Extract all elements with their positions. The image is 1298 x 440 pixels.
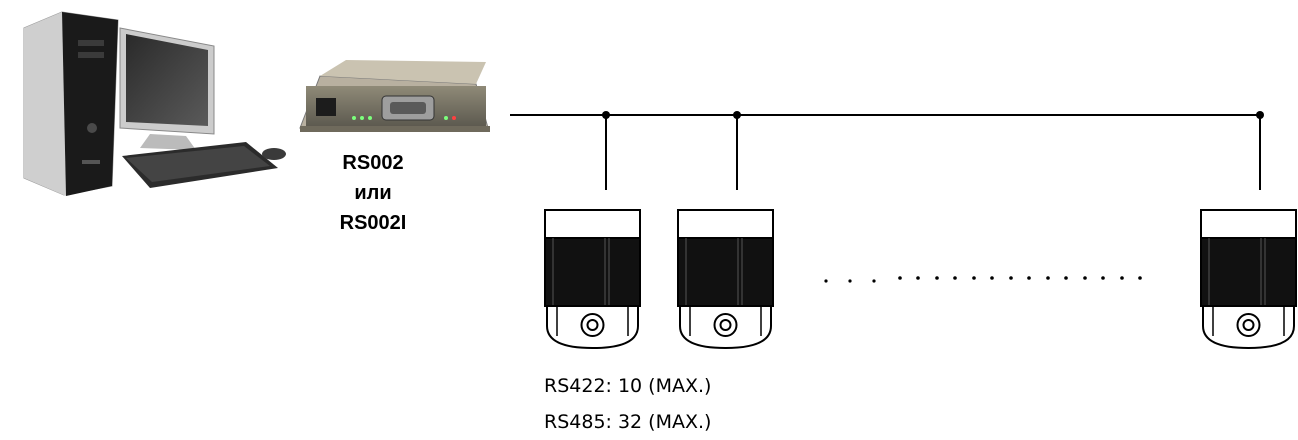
ellipsis-dots xyxy=(824,276,1142,283)
bus-line xyxy=(510,111,1264,190)
converter-connector-word: или xyxy=(354,182,392,204)
device-limits: RS422: 10 (MAX.) RS485: 32 (MAX.) xyxy=(544,368,864,440)
bus-junction-node xyxy=(733,111,741,119)
converter-model-label: RS002 или RS002I xyxy=(318,148,428,238)
rs422-limit: RS422: 10 (MAX.) xyxy=(544,375,712,397)
dome-camera-icon xyxy=(1200,209,1297,349)
dome-camera-icon xyxy=(544,209,641,349)
bus-junction-node xyxy=(1256,111,1264,119)
converter-model-alternate: RS002I xyxy=(339,212,407,234)
bus-junction-node xyxy=(602,111,610,119)
desktop-computer-icon xyxy=(23,11,286,196)
dome-camera-icon xyxy=(677,209,774,349)
rs485-limit: RS485: 32 (MAX.) xyxy=(544,411,712,433)
rs-converter-icon xyxy=(299,60,490,132)
converter-model-primary: RS002 xyxy=(342,152,404,174)
